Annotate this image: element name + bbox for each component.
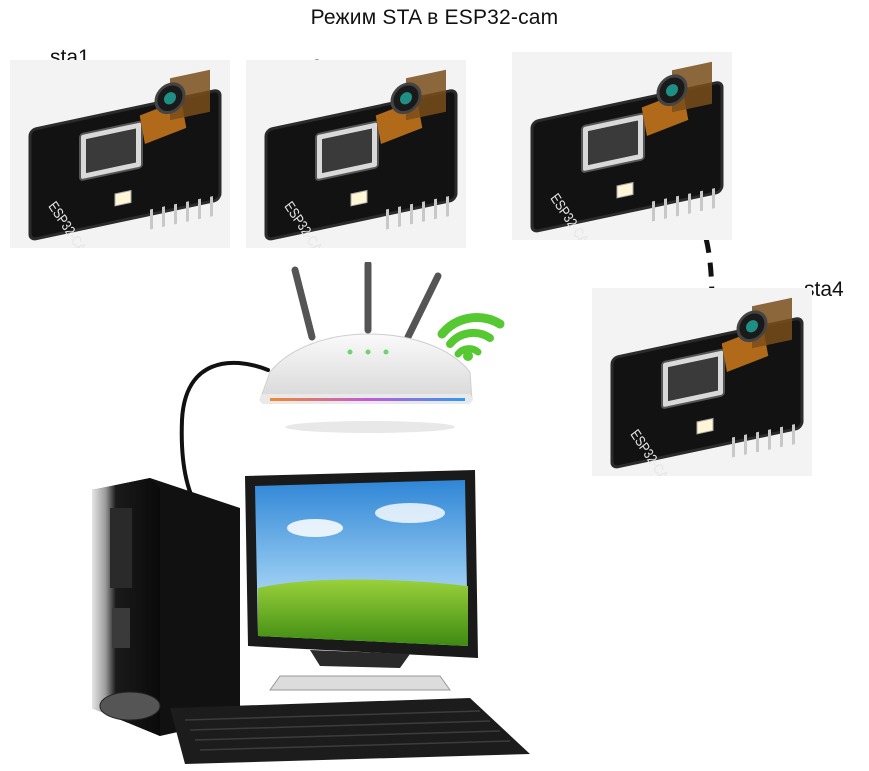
esp32-cam-board-sta1: ESP32-CAM (10, 60, 230, 248)
desktop-computer-icon (80, 468, 550, 771)
esp32-cam-board-sta4: ESP32-CAM (592, 288, 812, 476)
wifi-router-icon (250, 260, 520, 447)
wifi-signal-icon (437, 313, 505, 358)
station-label-sta4: sta4 (804, 278, 844, 301)
esp32-cam-board-sta3: ESP32-CAM (512, 52, 732, 240)
esp32-cam-board-sta2: ESP32-CAM (246, 60, 466, 248)
diagram-title: Режим STA в ESP32-cam (310, 6, 559, 29)
